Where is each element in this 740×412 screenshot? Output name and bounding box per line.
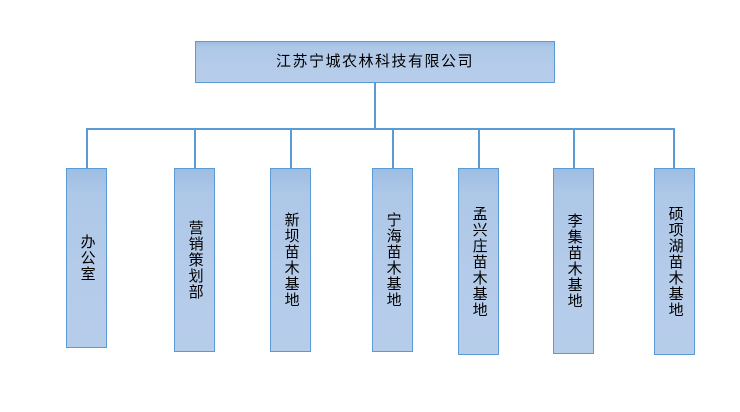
org-node-child-1[interactable]: 办公室 <box>66 168 107 348</box>
connector-drop-2 <box>194 128 196 169</box>
org-node-child-2[interactable]: 营销策划部 <box>174 168 215 352</box>
org-node-child-1-label: 办公室 <box>78 234 95 282</box>
org-node-child-7[interactable]: 硕项湖苗木基地 <box>654 168 695 355</box>
connector-root-stem <box>374 83 376 129</box>
org-node-child-7-label: 硕项湖苗木基地 <box>666 205 683 318</box>
connector-horizontal-bus <box>86 128 675 130</box>
org-node-child-3[interactable]: 新坝苗木基地 <box>270 168 311 352</box>
org-node-child-4-label: 宁海苗木基地 <box>384 212 401 308</box>
connector-drop-5 <box>478 128 480 169</box>
connector-drop-4 <box>392 128 394 169</box>
org-node-child-6[interactable]: 李集苗木基地 <box>553 168 594 354</box>
org-node-child-5-label: 孟兴庄苗木基地 <box>470 205 487 318</box>
connector-drop-7 <box>673 128 675 169</box>
connector-drop-3 <box>290 128 292 169</box>
org-node-root-label: 江苏宁城农林科技有限公司 <box>275 53 474 70</box>
connector-drop-6 <box>573 128 575 169</box>
org-node-child-4[interactable]: 宁海苗木基地 <box>372 168 413 352</box>
connector-drop-1 <box>86 128 88 169</box>
org-node-child-6-label: 李集苗木基地 <box>565 213 582 309</box>
org-node-child-2-label: 营销策划部 <box>186 220 203 300</box>
org-node-child-5[interactable]: 孟兴庄苗木基地 <box>458 168 499 355</box>
org-node-child-3-label: 新坝苗木基地 <box>282 212 299 308</box>
org-node-root[interactable]: 江苏宁城农林科技有限公司 <box>195 41 555 83</box>
